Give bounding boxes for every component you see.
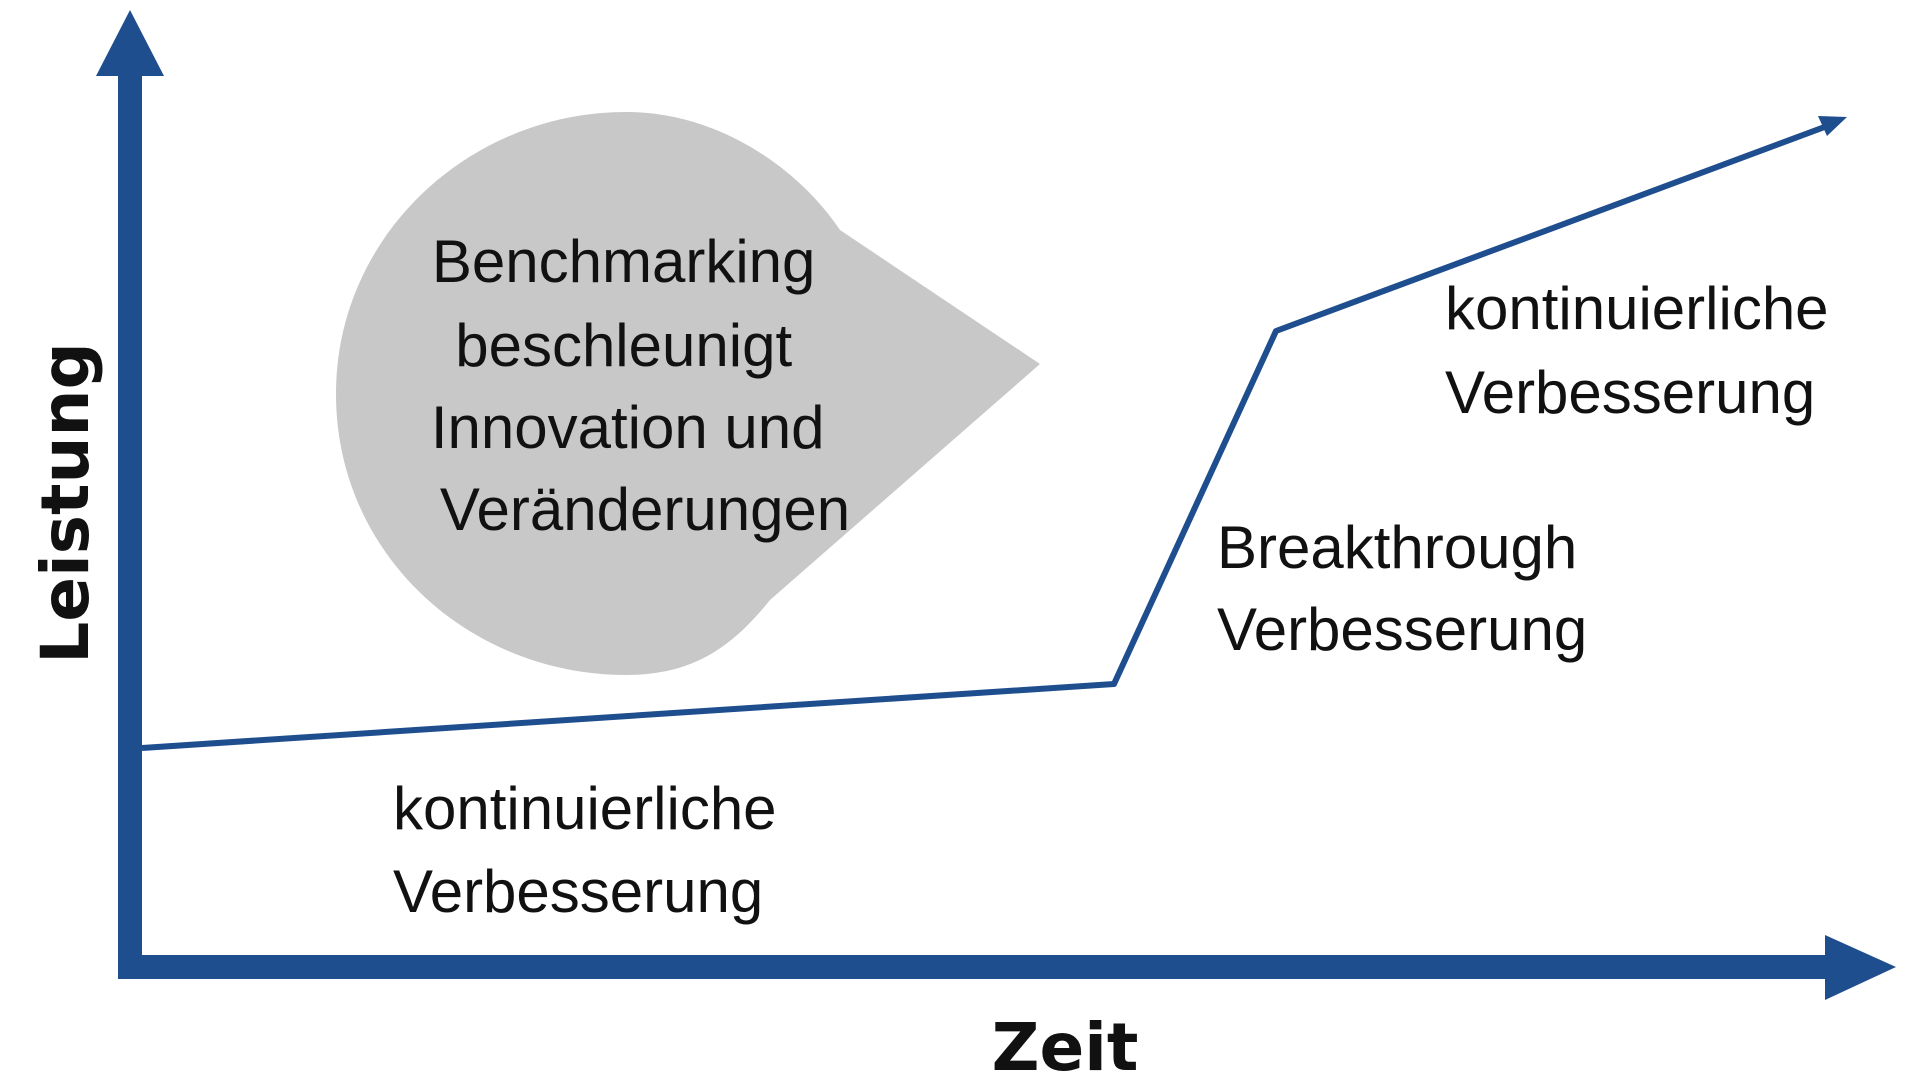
phase-label-continuous-1: kontinuierliche Verbesserung [393, 775, 793, 925]
x-axis [118, 955, 1830, 979]
bubble-line-2: beschleunigt [455, 312, 792, 379]
bubble-line-3: Innovation und [431, 394, 825, 461]
bubble-line-1: Benchmarking [432, 228, 816, 295]
y-axis-arrowhead [96, 10, 164, 76]
bubble-line-4: Veränderungen [440, 476, 850, 543]
bubble-text: Benchmarking beschleunigt Innovation und… [431, 228, 850, 543]
performance-line [141, 122, 1832, 751]
performance-line-arrowhead [1818, 116, 1847, 136]
benchmarking-bubble [336, 112, 1040, 675]
x-axis-label: Zeit [992, 1009, 1139, 1080]
phase-label-continuous-2: kontinuierliche Verbesserung [1445, 275, 1845, 426]
y-axis [118, 70, 142, 979]
x-axis-arrowhead [1825, 935, 1896, 1000]
y-axis-label: Leistung [27, 342, 104, 664]
phase-label-breakthrough: Breakthrough Verbesserung [1217, 514, 1594, 663]
